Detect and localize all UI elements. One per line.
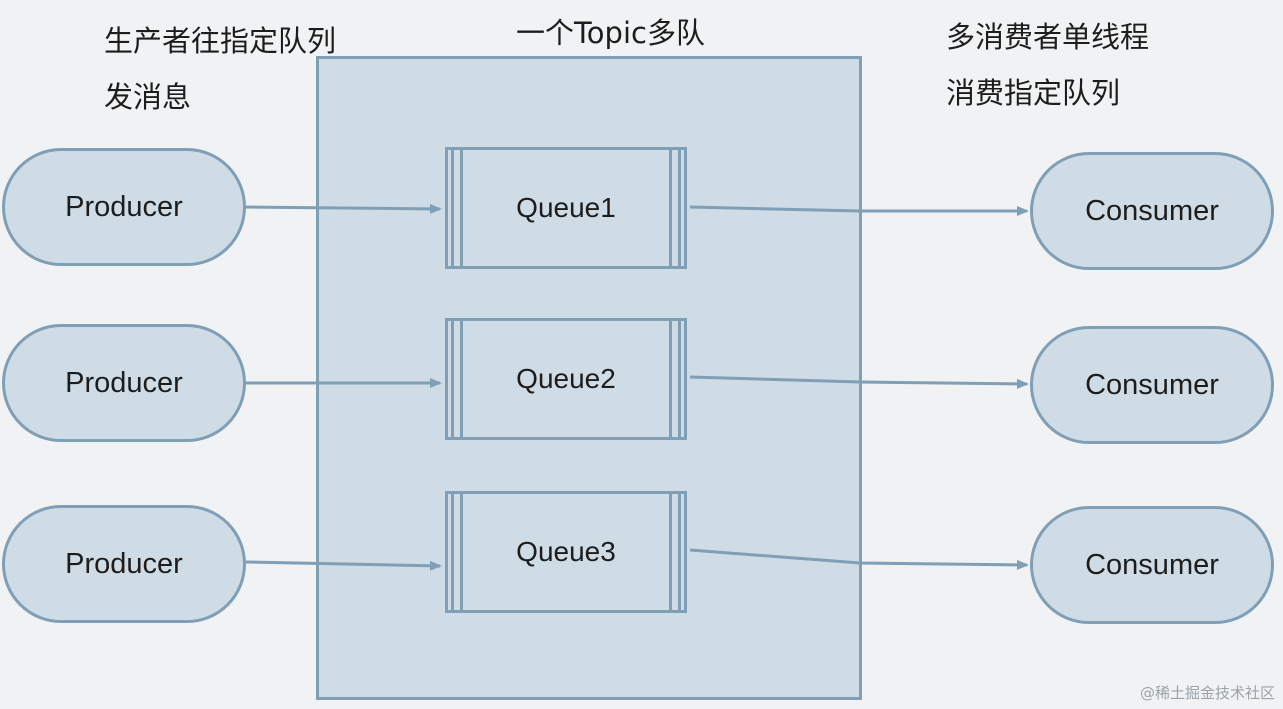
queue-node-1: Queue1 [445, 147, 687, 269]
consumer-node-1: Consumer [1030, 152, 1274, 270]
producer-node-3: Producer [2, 505, 246, 623]
arrow-queue2-consumer2 [689, 375, 1029, 389]
consumer-note-line1: 多消费者单线程 [946, 20, 1150, 54]
consumer-node-2: Consumer [1030, 326, 1274, 444]
producer-node-1: Producer [2, 148, 246, 266]
arrow-queue3-consumer3 [689, 548, 1029, 570]
queue-node-2: Queue2 [445, 318, 687, 440]
topic-title: 一个Topic多队 [516, 16, 705, 50]
watermark: @稀土掘金技术社区 [1139, 684, 1275, 702]
producer-note-line2: 发消息 [104, 80, 192, 114]
arrow-producer1-queue1 [245, 203, 442, 214]
arrow-queue1-consumer1 [689, 205, 1029, 216]
producer-node-2: Producer [2, 324, 246, 442]
arrow-producer3-queue3 [245, 560, 442, 571]
consumer-note-line2: 消费指定队列 [946, 76, 1121, 110]
consumer-node-3: Consumer [1030, 506, 1274, 624]
queue-node-3: Queue3 [445, 491, 687, 613]
producer-note-line1: 生产者往指定队列 [104, 24, 337, 58]
